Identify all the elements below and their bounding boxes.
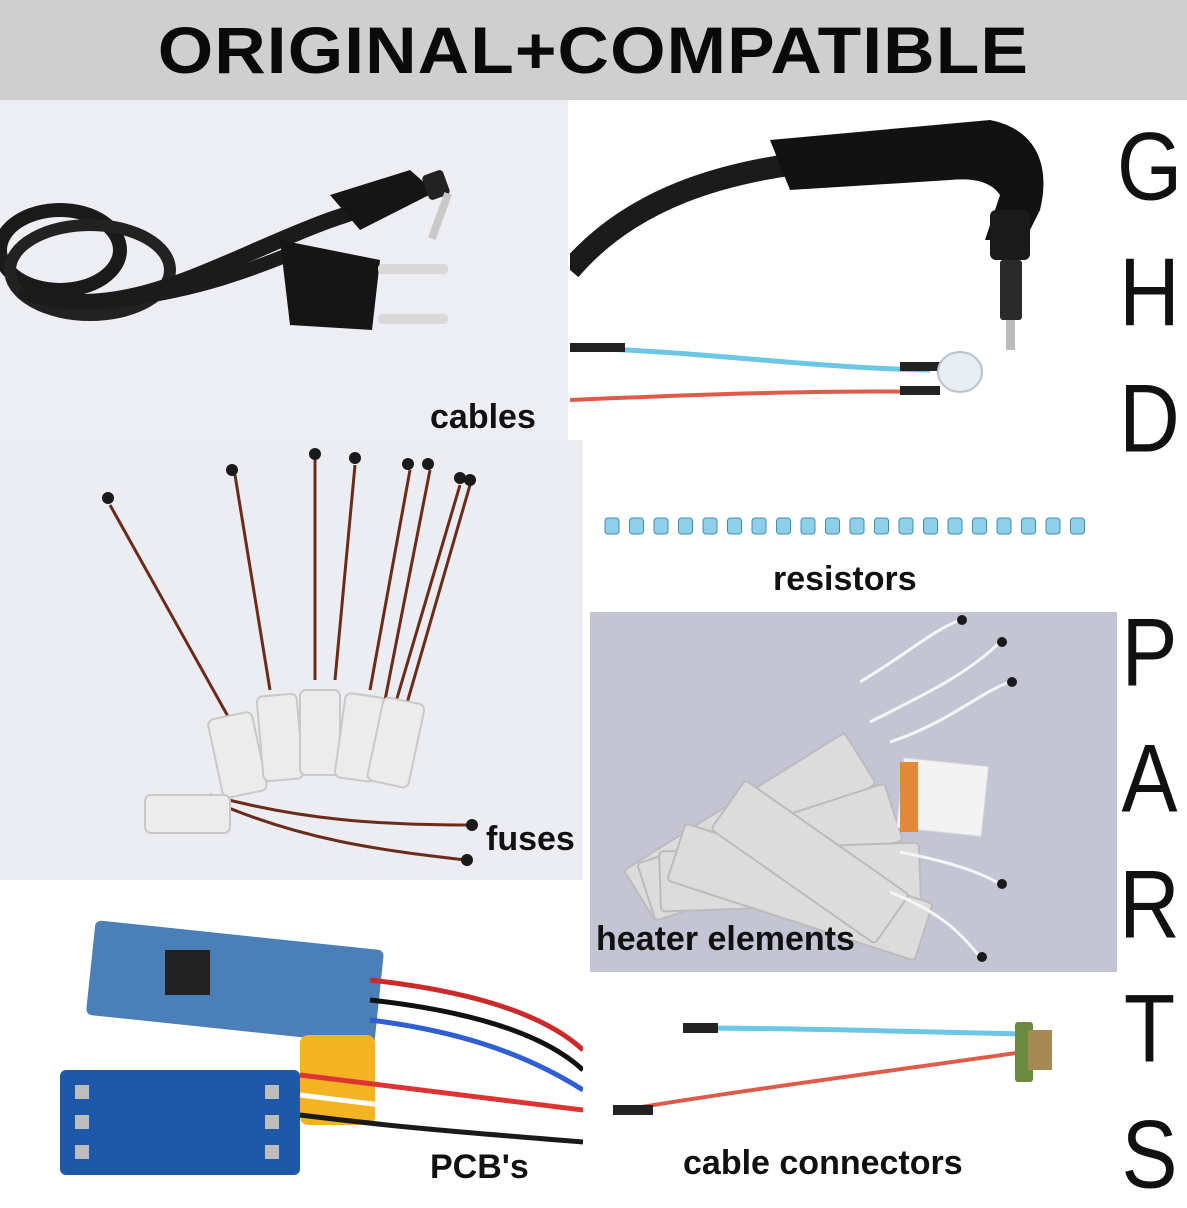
side-letter-h: H [1119, 237, 1180, 347]
pcb-label: PCB's [430, 1148, 529, 1186]
resistor [1070, 517, 1085, 535]
banner-title: ORIGINAL+COMPATIBLE [157, 13, 1030, 87]
side-letter-d: D [1119, 363, 1180, 473]
resistors-label: resistors [773, 560, 917, 598]
resistor [972, 517, 987, 535]
resistor [800, 517, 816, 535]
resistor [727, 517, 742, 535]
side-letter-p: P [1121, 597, 1178, 707]
cable-connectors-photo: cable connectors [583, 972, 1112, 1200]
side-text-column: G H D P A R T S [1112, 100, 1187, 1208]
resistor [653, 517, 669, 535]
cable-detail-photo [570, 100, 1110, 462]
resistor [874, 517, 889, 535]
resistor [751, 517, 767, 535]
cables-photo: cables [0, 100, 568, 440]
heater-elements-label: heater elements [596, 920, 855, 958]
resistor [923, 517, 938, 535]
side-letter-a: A [1121, 723, 1178, 833]
side-letter-t: T [1123, 973, 1176, 1083]
resistor [1045, 517, 1061, 535]
resistor [996, 517, 1012, 535]
heater-elements-photo: heater elements [590, 612, 1117, 972]
resistor [702, 517, 718, 535]
resistor [898, 517, 914, 535]
title-banner: ORIGINAL+COMPATIBLE [0, 0, 1187, 100]
resistor [678, 517, 693, 535]
resistor [849, 517, 865, 535]
side-letter-s: S [1121, 1099, 1178, 1208]
fuses-label: fuses [486, 820, 575, 858]
fuses-photo: fuses [0, 440, 583, 880]
resistor [825, 517, 840, 535]
side-letter-r: R [1119, 849, 1180, 959]
resistors-photo: resistors [583, 462, 1110, 612]
cable-connectors-label: cable connectors [683, 1144, 963, 1182]
resistor [604, 517, 620, 535]
resistor [629, 517, 644, 535]
resistor [1021, 517, 1036, 535]
pcb-photo: PCB's [0, 880, 583, 1200]
side-letter-g: G [1116, 111, 1183, 221]
resistor [947, 517, 963, 535]
resistor [776, 517, 791, 535]
cables-label: cables [430, 398, 536, 436]
